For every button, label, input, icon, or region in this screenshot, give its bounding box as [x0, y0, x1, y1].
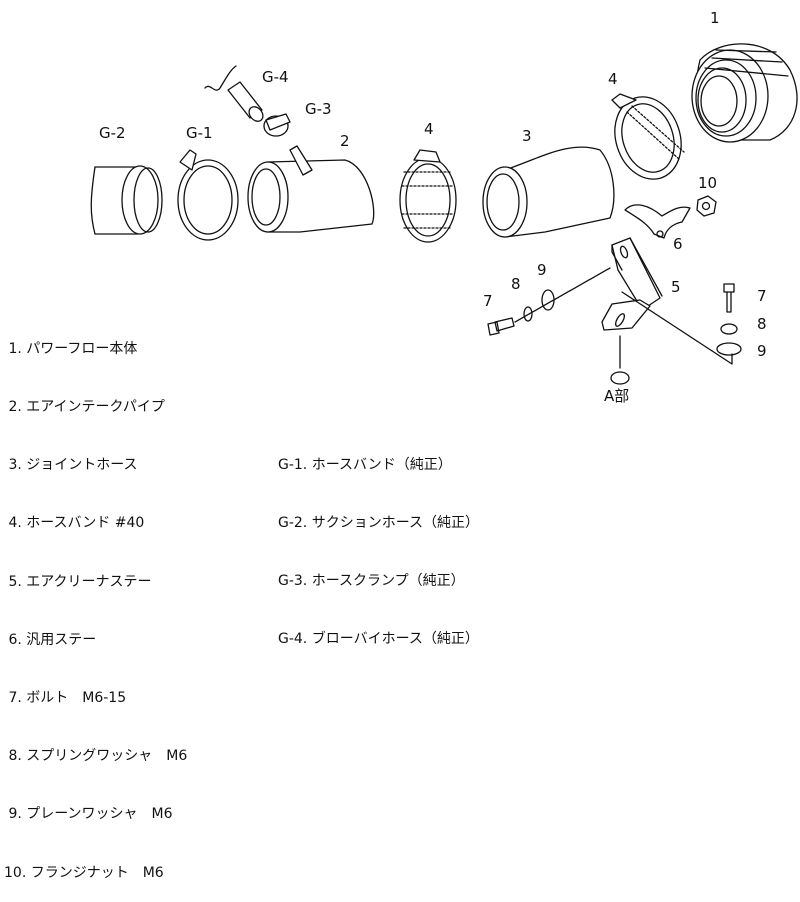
callout-g1: G-1	[186, 124, 213, 142]
part-g4-blowby-hose	[204, 65, 264, 122]
parts-list-item: 8. スプリングワッシャ M6	[4, 748, 188, 765]
parts-list-item: 5. エアクリーナステー	[4, 573, 152, 590]
callout-4-upper: 4	[608, 70, 618, 88]
callout-8-left: 8	[511, 275, 521, 293]
part-10-flange-nut	[696, 195, 717, 217]
genuine-list-item: G-2. サクションホース（純正）	[278, 515, 480, 532]
callout-g4: G-4	[262, 68, 289, 86]
callout-8-right: 8	[757, 315, 767, 333]
parts-list-item: 2. エアインテークパイプ	[4, 399, 165, 416]
exploded-parts-diagram: 1 4 G-4 G-3 G-2 G-1 2 4 3 10 6 9 8 7 5 7…	[90, 9, 798, 405]
part-2-air-intake-pipe	[247, 145, 375, 233]
parts-list-item: 1. パワーフロー本体	[4, 340, 138, 357]
genuine-list-item: G-3. ホースクランプ（純正）	[278, 573, 465, 590]
parts-list-item: 4. ホースバンド #40	[4, 515, 145, 532]
callout-6: 6	[673, 235, 683, 253]
genuine-parts-list: G-1. ホースバンド（純正） G-2. サクションホース（純正） G-3. ホ…	[278, 417, 479, 669]
callout-9-right: 9	[757, 342, 767, 360]
callout-g3: G-3	[305, 100, 332, 118]
callout-1: 1	[710, 9, 720, 27]
part-4-hose-band-middle	[399, 149, 457, 243]
fastener-stack-right	[716, 283, 742, 356]
callout-g2: G-2	[99, 124, 126, 142]
callout-2: 2	[340, 132, 350, 150]
parts-list-item: 3. ジョイントホース	[4, 457, 138, 474]
callout-7-left: 7	[483, 292, 493, 310]
parts-list-item: 6. 汎用ステー	[4, 631, 97, 648]
callout-10: 10	[698, 174, 717, 192]
parts-list-item: 7. ボルト M6-15	[4, 690, 127, 707]
a-part-leader-line	[619, 291, 733, 369]
part-4-hose-band-upper	[611, 93, 685, 180]
genuine-list-item: G-1. ホースバンド（純正）	[278, 456, 452, 473]
callout-9-left: 9	[537, 261, 547, 279]
parts-list-item: 10. フランジナット M6	[4, 864, 164, 881]
callout-5: 5	[671, 278, 681, 296]
genuine-list-item: G-4. ブローバイホース（純正）	[278, 631, 479, 648]
parts-list: 1. パワーフロー本体 2. エアインテークパイプ 3. ジョイントホース 4.…	[4, 301, 187, 902]
callout-7-right: 7	[757, 287, 767, 305]
part-6-generic-stay	[624, 204, 691, 239]
parts-list-item: 9. プレーンワッシャ M6	[4, 806, 173, 823]
part-g2-suction-hose	[90, 165, 163, 235]
part-5-air-cleaner-stay	[601, 237, 663, 331]
part-g3-hose-clamp	[263, 113, 291, 137]
part-3-joint-hose	[482, 146, 615, 238]
a-part-marker	[610, 371, 630, 385]
fastener-stack-left	[487, 267, 611, 336]
callout-a-part: A部	[604, 387, 629, 405]
callout-4-middle: 4	[424, 120, 434, 138]
part-g1-hose-band	[177, 149, 239, 241]
part-1-power-flow-body	[691, 43, 798, 143]
callout-3: 3	[522, 127, 532, 145]
